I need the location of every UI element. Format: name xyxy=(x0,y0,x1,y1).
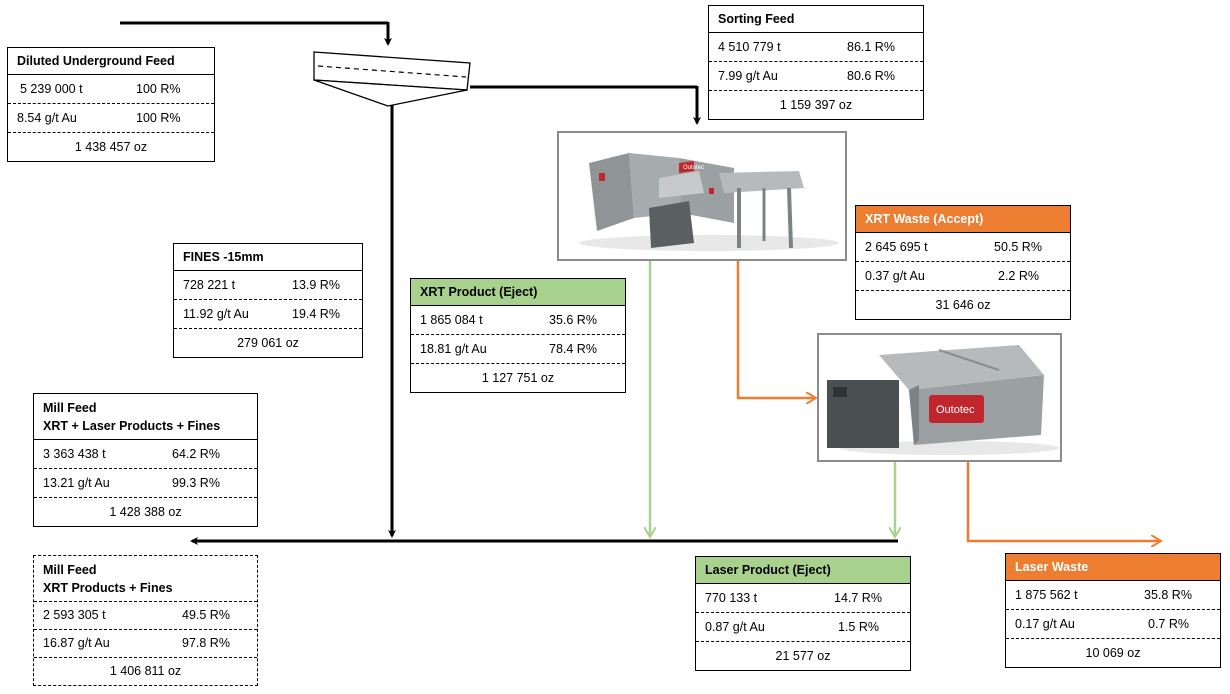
grade-value: 11.92 g/t Au xyxy=(183,307,249,321)
laser-product-box: Laser Product (Eject) 770 133 t 14.7 R% … xyxy=(695,556,911,671)
mill-feed-xrt-tonnes-row: 2 593 305 t 49.5 R% xyxy=(34,602,257,630)
tonnes-recovery: 49.5 R% xyxy=(182,608,230,622)
tonnes-value: 770 133 t xyxy=(705,591,758,605)
grade-recovery: 2.2 R% xyxy=(998,269,1039,283)
mill-feed-xrt-grade-row: 16.87 g/t Au 97.8 R% xyxy=(34,630,257,658)
tonnes-value: 3 363 438 t xyxy=(43,447,106,461)
laser-brand-label: Outotec xyxy=(936,404,975,416)
tonnes-recovery: 13.9 R% xyxy=(292,278,340,292)
xrt-waste-tonnes-row: 2 645 695 t 50.5 R% xyxy=(856,233,1070,262)
tonnes-recovery: 100 R% xyxy=(136,82,181,96)
mill-feed-laser-header: Mill Feed XRT + Laser Products + Fines xyxy=(34,394,257,440)
mill-feed-laser-grade-row: 13.21 g/t Au 99.3 R% xyxy=(34,469,257,498)
xrt-product-ounces: 1 127 751 oz xyxy=(481,371,555,385)
mill-feed-xrt-title: Mill Feed xyxy=(43,563,97,577)
mill-feed-laser-tonnes-row: 3 363 438 t 64.2 R% xyxy=(34,440,257,469)
sorting-feed-box: Sorting Feed 4 510 779 t 86.1 R% 7.99 g/… xyxy=(708,5,924,120)
laser-waste-title: Laser Waste xyxy=(1006,554,1220,581)
grade-value: 7.99 g/t Au xyxy=(718,69,778,83)
xrt-waste-title: XRT Waste (Accept) xyxy=(856,206,1070,233)
tonnes-value: 2 593 305 t xyxy=(43,608,106,622)
tonnes-value: 4 510 779 t xyxy=(718,40,781,54)
laser-product-grade-row: 0.87 g/t Au 1.5 R% xyxy=(696,613,910,642)
xrt-product-tonnes-row: 1 865 084 t 35.6 R% xyxy=(411,306,625,335)
fines-box: FINES -15mm 728 221 t 13.9 R% 11.92 g/t … xyxy=(173,243,363,358)
grade-recovery: 99.3 R% xyxy=(172,476,220,490)
mill-feed-xrt-subtitle: XRT Products + Fines xyxy=(43,581,173,595)
grade-recovery: 97.8 R% xyxy=(182,636,230,650)
mill-feed-xrt-ounces: 1 406 811 oz xyxy=(109,664,182,678)
grade-value: 8.54 g/t Au xyxy=(17,111,77,125)
xrt-waste-ounces: 31 646 oz xyxy=(935,298,991,312)
screen-symbol xyxy=(313,51,471,107)
sorting-feed-grade-row: 7.99 g/t Au 80.6 R% xyxy=(709,62,923,91)
xrt-waste-line xyxy=(736,261,815,398)
xrt-waste-grade-row: 0.37 g/t Au 2.2 R% xyxy=(856,262,1070,291)
sorting-feed-title: Sorting Feed xyxy=(709,6,923,33)
tonnes-value: 1 865 084 t xyxy=(420,313,483,327)
fines-title: FINES -15mm xyxy=(174,244,362,271)
xrt-sorter-image: Outotec xyxy=(557,131,847,261)
tonnes-value: 728 221 t xyxy=(183,278,236,292)
mill-feed-laser-subtitle: XRT + Laser Products + Fines xyxy=(43,419,221,433)
mill-feed-xrt-box: Mill Feed XRT Products + Fines 2 593 305… xyxy=(33,555,258,686)
grade-recovery: 100 R% xyxy=(136,111,181,125)
tonnes-recovery: 64.2 R% xyxy=(172,447,220,461)
xrt-product-title: XRT Product (Eject) xyxy=(411,279,625,306)
diluted-feed-ounces: 1 438 457 oz xyxy=(74,140,148,154)
mill-feed-xrt-header: Mill Feed XRT Products + Fines xyxy=(34,556,257,602)
xrt-waste-box: XRT Waste (Accept) 2 645 695 t 50.5 R% 0… xyxy=(855,205,1071,320)
mill-feed-laser-ounces: 1 428 388 oz xyxy=(109,505,182,519)
grade-recovery: 19.4 R% xyxy=(292,307,340,321)
grade-recovery: 80.6 R% xyxy=(847,69,895,83)
grade-recovery: 1.5 R% xyxy=(838,620,879,634)
tonnes-recovery: 35.6 R% xyxy=(549,313,597,327)
xrt-product-grade-row: 18.81 g/t Au 78.4 R% xyxy=(411,335,625,364)
tonnes-value: 1 875 562 t xyxy=(1015,588,1078,602)
diluted-feed-title: Diluted Underground Feed xyxy=(8,48,214,75)
sorting-feed-ounces: 1 159 397 oz xyxy=(779,98,853,112)
laser-waste-box: Laser Waste 1 875 562 t 35.8 R% 0.17 g/t… xyxy=(1005,553,1221,668)
fines-ounces: 279 061 oz xyxy=(237,336,299,350)
laser-waste-ounces: 10 069 oz xyxy=(1085,646,1141,660)
diluted-feed-grade-row: 8.54 g/t Au 100 R% xyxy=(8,104,214,133)
grade-value: 0.87 g/t Au xyxy=(705,620,765,634)
tonnes-value: 5 239 000 t xyxy=(20,82,83,96)
diluted-feed-box: Diluted Underground Feed 5 239 000 t 100… xyxy=(7,47,215,162)
grade-recovery: 0.7 R% xyxy=(1148,617,1189,631)
grade-value: 18.81 g/t Au xyxy=(420,342,487,356)
grade-value: 16.87 g/t Au xyxy=(43,636,110,650)
grade-value: 13.21 g/t Au xyxy=(43,476,110,490)
mill-feed-laser-box: Mill Feed XRT + Laser Products + Fines 3… xyxy=(33,393,258,527)
laser-sorter-image: Outotec xyxy=(817,333,1062,462)
laser-waste-tonnes-row: 1 875 562 t 35.8 R% xyxy=(1006,581,1220,610)
fines-tonnes-row: 728 221 t 13.9 R% xyxy=(174,271,362,300)
tonnes-recovery: 14.7 R% xyxy=(834,591,882,605)
sorting-feed-tonnes-row: 4 510 779 t 86.1 R% xyxy=(709,33,923,62)
laser-waste-grade-row: 0.17 g/t Au 0.7 R% xyxy=(1006,610,1220,639)
grade-value: 0.17 g/t Au xyxy=(1015,617,1075,631)
laser-product-ounces: 21 577 oz xyxy=(775,649,831,663)
tonnes-value: 2 645 695 t xyxy=(865,240,928,254)
laser-waste-line xyxy=(966,461,1160,541)
tonnes-recovery: 86.1 R% xyxy=(847,40,895,54)
xrt-sorter-drawing: Outotec xyxy=(579,153,839,251)
tonnes-recovery: 35.8 R% xyxy=(1144,588,1192,602)
grade-value: 0.37 g/t Au xyxy=(865,269,925,283)
diluted-feed-tonnes-row: 5 239 000 t 100 R% xyxy=(8,75,214,104)
xrt-brand-label: Outotec xyxy=(683,165,704,171)
laser-product-tonnes-row: 770 133 t 14.7 R% xyxy=(696,584,910,613)
laser-product-title: Laser Product (Eject) xyxy=(696,557,910,584)
grade-recovery: 78.4 R% xyxy=(549,342,597,356)
laser-sorter-drawing: Outotec xyxy=(827,345,1059,455)
tonnes-recovery: 50.5 R% xyxy=(994,240,1042,254)
mill-feed-laser-title: Mill Feed xyxy=(43,401,97,415)
fines-grade-row: 11.92 g/t Au 19.4 R% xyxy=(174,300,362,329)
xrt-product-box: XRT Product (Eject) 1 865 084 t 35.6 R% … xyxy=(410,278,626,393)
